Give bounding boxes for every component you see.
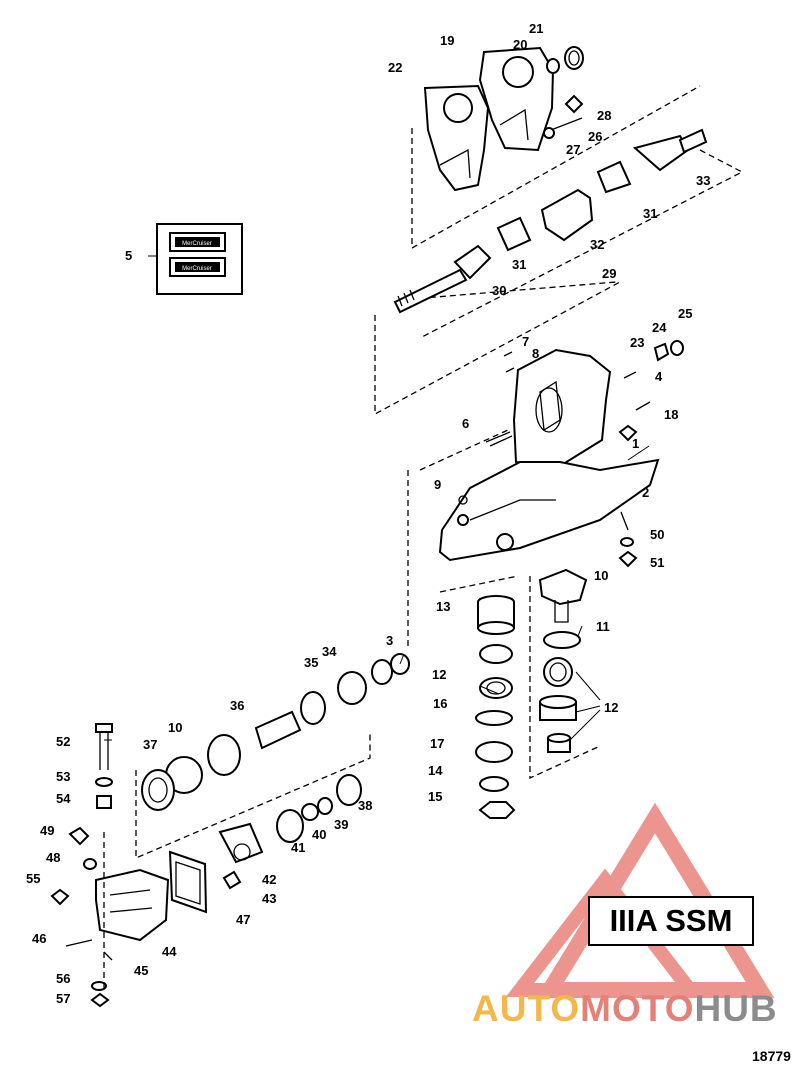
callout-44: 44	[162, 944, 177, 959]
callout-53: 53	[56, 769, 70, 784]
cover-plate-22	[423, 84, 490, 192]
callout-1: 1	[632, 436, 639, 451]
callout-40: 40	[312, 827, 326, 842]
propeller-shaft-parts	[141, 653, 410, 914]
callout-15: 15	[428, 789, 442, 804]
callout-46: 46	[32, 931, 46, 946]
callout-54: 54	[56, 791, 71, 806]
callout-52: 52	[56, 734, 70, 749]
callout-11: 11	[596, 619, 610, 634]
trim-tab-hardware	[50, 723, 170, 1008]
callout-37: 37	[143, 737, 157, 752]
upper-gear-housing	[438, 348, 660, 562]
callout-16: 16	[433, 696, 447, 711]
callout-31b: 31	[643, 206, 657, 221]
decal-brand-2: MerCruiser	[182, 266, 212, 272]
callout-12a: 12	[432, 667, 446, 682]
manual-label: IIIA SSM	[609, 903, 733, 938]
callout-50: 50	[650, 527, 664, 542]
callout-35: 35	[304, 655, 318, 670]
watermark-part3: HUB	[694, 988, 778, 1029]
bearing-stack	[475, 595, 516, 819]
callout-23: 23	[630, 335, 644, 350]
assembly-outlines	[135, 85, 744, 859]
callout-48: 48	[46, 850, 60, 865]
pinion-gear-stack	[538, 568, 588, 753]
callout-38: 38	[358, 798, 372, 813]
callout-6: 6	[462, 416, 469, 431]
callout-28: 28	[597, 108, 611, 123]
cover-plate-19	[478, 46, 555, 152]
watermark-part1: AUTO	[472, 988, 581, 1029]
callout-36: 36	[230, 698, 244, 713]
callout-41: 41	[291, 840, 305, 855]
callout-8: 8	[532, 346, 539, 361]
callout-9: 9	[434, 477, 441, 492]
watermark-text: AUTOMOTOHUB	[472, 988, 778, 1030]
housing-fasteners	[458, 340, 684, 568]
callout-57: 57	[56, 991, 70, 1006]
callout-5: 5	[125, 248, 132, 263]
callout-13: 13	[436, 599, 450, 614]
drive-shaft-assembly	[393, 128, 708, 314]
callout-27: 27	[566, 142, 580, 157]
callout-10b: 10	[168, 720, 182, 735]
callout-47: 47	[236, 912, 250, 927]
callout-34: 34	[322, 644, 337, 659]
manual-label-box: IIIA SSM	[588, 896, 754, 946]
callout-22: 22	[388, 60, 402, 75]
callout-20: 20	[513, 37, 527, 52]
decal-brand-1: MerCruiser	[182, 241, 212, 247]
fasteners-26-27-28	[543, 94, 584, 139]
callout-51: 51	[650, 555, 664, 570]
seal-20-21	[546, 46, 584, 74]
callout-49: 49	[40, 823, 54, 838]
callout-18: 18	[664, 407, 678, 422]
callout-21: 21	[529, 21, 543, 36]
callout-26: 26	[588, 129, 602, 144]
callout-32: 32	[590, 237, 604, 252]
figure-number: 18779	[752, 1048, 791, 1064]
callout-labels: 1 2 3 4 5 6 7 8 9 10 10 11 12 12 13 14 1…	[26, 21, 710, 1006]
callout-31a: 31	[512, 257, 526, 272]
callout-45: 45	[134, 963, 148, 978]
watermark-part2: MOTO	[580, 988, 695, 1029]
decal-set: MerCruiser MerCruiser	[156, 223, 243, 295]
callout-12b: 12	[604, 700, 618, 715]
callout-7: 7	[522, 334, 529, 349]
callout-42: 42	[262, 872, 276, 887]
callout-10a: 10	[594, 568, 608, 583]
callout-3: 3	[386, 633, 393, 648]
callout-33: 33	[696, 173, 710, 188]
leader-lines	[104, 255, 650, 741]
callout-56: 56	[56, 971, 70, 986]
callout-14: 14	[428, 763, 443, 778]
callout-17: 17	[430, 736, 444, 751]
callout-4: 4	[655, 369, 663, 384]
callout-25: 25	[678, 306, 692, 321]
callout-19: 19	[440, 33, 454, 48]
callout-30: 30	[492, 283, 506, 298]
callout-29: 29	[602, 266, 616, 281]
callout-24: 24	[652, 320, 667, 335]
callout-55: 55	[26, 871, 40, 886]
callout-2: 2	[642, 485, 649, 500]
callout-43: 43	[262, 891, 276, 906]
callout-39: 39	[334, 817, 348, 832]
